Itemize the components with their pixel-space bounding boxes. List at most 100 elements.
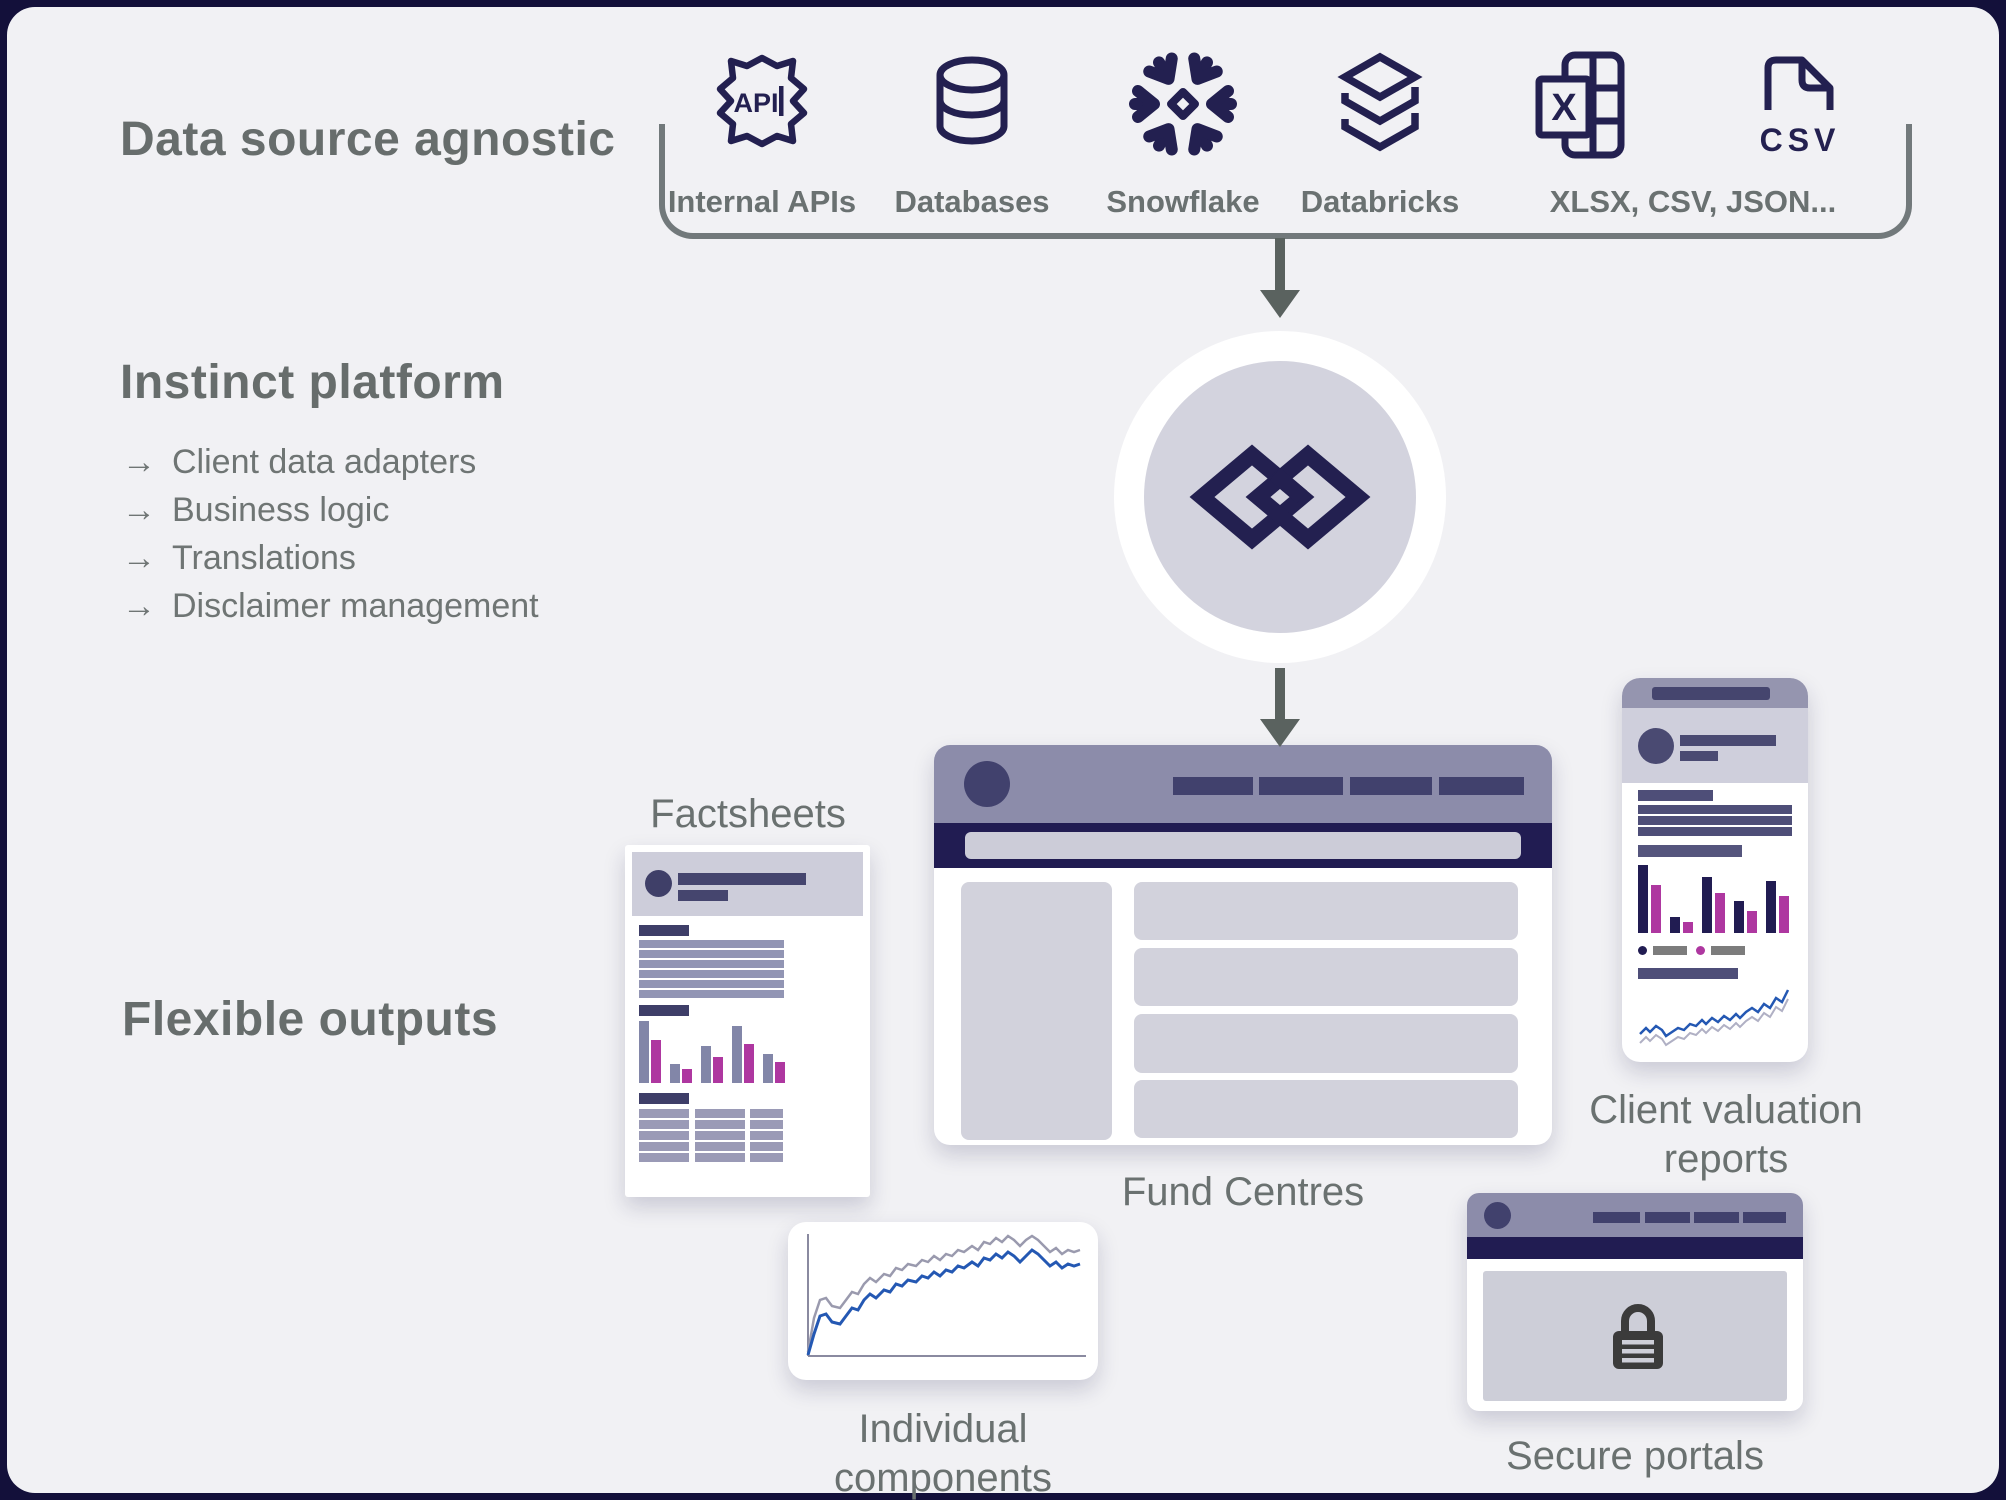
nav-pill	[1593, 1212, 1640, 1223]
portal-header	[1467, 1193, 1803, 1237]
doc-text-line	[639, 940, 784, 948]
feature-label: Client data adapters	[172, 442, 477, 481]
nav-pill	[1694, 1212, 1739, 1223]
doc-title-bar	[678, 873, 806, 885]
feature-item: → Disclaimer management	[122, 582, 539, 630]
phone-logo-circle	[1638, 728, 1674, 764]
sidebar-block	[961, 882, 1112, 1140]
doc-section-title	[639, 925, 689, 936]
sources-bracket	[659, 124, 1912, 239]
nav-pill	[1439, 777, 1524, 795]
portal-logo-circle	[1484, 1202, 1511, 1229]
svg-text:CSV: CSV	[1760, 122, 1841, 158]
portal-toolbar	[1467, 1237, 1803, 1259]
chart-bar	[732, 1026, 742, 1083]
individual-components-mockup	[788, 1222, 1098, 1380]
source-label-databricks: Databricks	[1300, 184, 1460, 219]
arrow-down-1-stem	[1275, 238, 1285, 290]
xlsx-icon: X	[1527, 48, 1637, 166]
content-row	[1134, 882, 1518, 940]
chart-bar	[744, 1044, 754, 1083]
chart-bar	[1734, 901, 1744, 933]
feature-label: Translations	[172, 538, 356, 577]
doc-logo-circle	[645, 870, 672, 897]
nav-pill	[1350, 777, 1432, 795]
data-source-heading: Data source agnostic	[120, 113, 616, 166]
platform-heading: Instinct platform	[120, 356, 505, 409]
feature-item: → Business logic	[122, 486, 539, 534]
chart-bar	[1747, 911, 1757, 933]
search-bar	[965, 832, 1521, 859]
right-arrow-icon: →	[122, 490, 156, 529]
nav-pill	[1173, 777, 1253, 795]
content-row	[1134, 1014, 1518, 1073]
legend-bar	[1653, 946, 1687, 955]
browser-header	[934, 745, 1552, 823]
doc-bar-chart	[639, 1021, 794, 1083]
doc-section-title	[639, 1005, 689, 1016]
browser-logo-circle	[964, 761, 1010, 807]
phone-text-line	[1638, 827, 1792, 836]
source-label-files: XLSX, CSV, JSON...	[1549, 184, 1837, 219]
instinct-logo-icon	[1189, 444, 1371, 550]
chart-bar	[1715, 893, 1725, 933]
browser-toolbar	[934, 823, 1552, 868]
doc-text-line	[639, 990, 784, 998]
chart-bar	[775, 1062, 785, 1083]
chart-bar	[1670, 917, 1680, 933]
phone-line-chart	[1639, 989, 1790, 1047]
phone-text-line	[1638, 816, 1792, 825]
chart-bar	[1779, 896, 1789, 933]
phone-section-title	[1638, 790, 1713, 801]
doc-section-title	[639, 1093, 689, 1104]
phone-title-bar	[1652, 687, 1770, 700]
secure-portals-mockup	[1467, 1193, 1803, 1411]
doc-subtitle-bar	[678, 890, 728, 901]
doc-text-line	[639, 950, 784, 958]
feature-label: Disclaimer management	[172, 586, 539, 625]
right-arrow-icon: →	[122, 586, 156, 625]
internal-apis-icon: API	[707, 48, 817, 166]
components-line-chart	[806, 1234, 1086, 1357]
databases-icon	[917, 48, 1027, 166]
right-arrow-icon: →	[122, 442, 156, 481]
chart-bar	[1683, 922, 1693, 933]
phone-section-title	[1638, 968, 1738, 979]
chart-bar	[1766, 881, 1776, 933]
secure-portals-label: Secure portals	[1506, 1434, 1764, 1478]
doc-text-line	[639, 960, 784, 968]
outputs-heading: Flexible outputs	[122, 993, 499, 1046]
legend-dot-magenta	[1696, 946, 1705, 955]
chart-bar	[1638, 865, 1648, 933]
portal-content-area	[1483, 1271, 1787, 1401]
chart-bar	[651, 1040, 661, 1083]
phone-header-line	[1680, 751, 1718, 761]
individual-components-label: Individual components	[834, 1407, 1052, 1500]
source-label-internal-apis: Internal APIs	[667, 184, 857, 219]
chart-bar	[639, 1021, 649, 1083]
phone-bar-chart	[1638, 865, 1798, 933]
doc-header-band	[632, 852, 863, 916]
chart-bar	[682, 1069, 692, 1083]
source-label-databases: Databases	[894, 184, 1050, 219]
feature-label: Business logic	[172, 490, 390, 529]
snowflake-icon	[1128, 48, 1238, 166]
factsheet-mockup	[625, 845, 870, 1197]
doc-text-line	[639, 970, 784, 978]
chart-bar	[1651, 885, 1661, 933]
phone-section-title	[1638, 845, 1742, 857]
svg-text:X: X	[1551, 87, 1577, 129]
platform-hub-inner-circle	[1144, 361, 1416, 633]
chart-bar	[1702, 877, 1712, 933]
platform-feature-list: → Client data adapters → Business logic …	[122, 438, 539, 630]
client-valuation-mockup	[1622, 678, 1808, 1062]
feature-item: → Translations	[122, 534, 539, 582]
feature-item: → Client data adapters	[122, 438, 539, 486]
source-label-snowflake: Snowflake	[1106, 184, 1260, 219]
chart-bar	[701, 1046, 711, 1083]
chart-bar	[763, 1054, 773, 1083]
platform-hub-circle	[1114, 331, 1446, 663]
chart-bar	[713, 1057, 723, 1083]
arrow-down-2-stem	[1275, 668, 1285, 720]
svg-text:API: API	[733, 88, 778, 118]
